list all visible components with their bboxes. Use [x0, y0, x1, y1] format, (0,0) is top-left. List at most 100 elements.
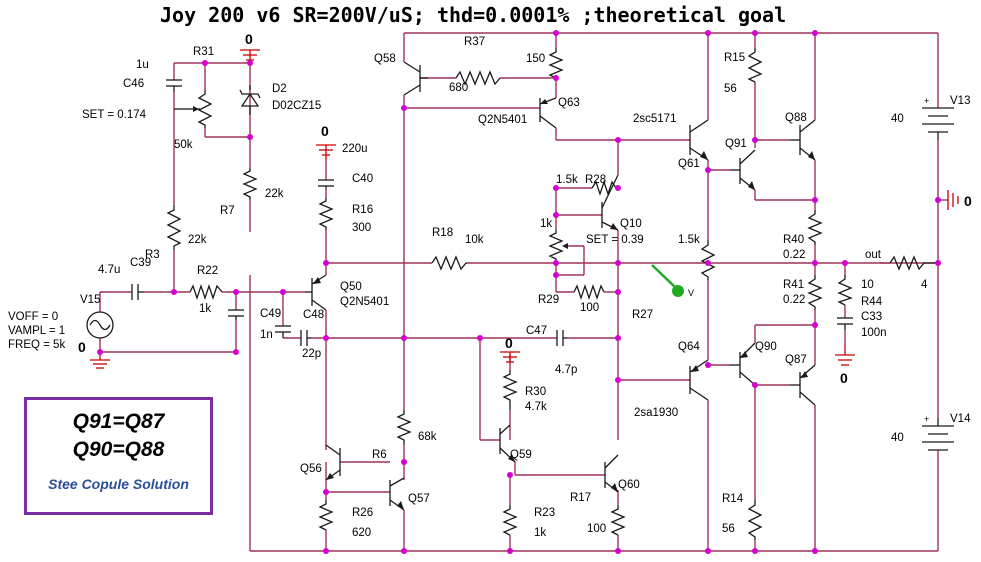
label-r17: R17: [570, 492, 591, 504]
label-c33: C33: [861, 311, 882, 323]
label-v13: V13: [950, 95, 970, 107]
label-c33-value: 100n: [861, 327, 887, 339]
ground-label-supply: 0: [964, 193, 972, 209]
label-q59: Q59: [510, 449, 532, 461]
voltage-probe[interactable]: [651, 264, 684, 297]
label-r30: R30: [525, 386, 546, 398]
label-r31-value: 50k: [174, 139, 193, 151]
transistor-q56: [325, 444, 341, 481]
label-q87: Q87: [785, 354, 807, 366]
label-c49: C49: [260, 308, 281, 320]
label-q57: Q57: [408, 493, 430, 505]
label-r29: R29: [538, 294, 559, 306]
label-c46-value: 1u: [136, 59, 149, 71]
transistor-q88: [790, 119, 816, 161]
label-c40: C40: [352, 173, 373, 185]
label-r1-5k: 1.5k: [678, 234, 700, 246]
label-r40-value: 0.22: [783, 249, 805, 261]
resistor-r14: [747, 500, 763, 540]
transistor-q61: [689, 119, 709, 161]
label-r30-value: 4.7k: [525, 401, 547, 413]
transistor-q58: [403, 61, 428, 96]
label-r16-value: 300: [352, 222, 371, 234]
label-set-r31: SET = 0.174: [82, 109, 147, 121]
ground-labels: 0 0 0 0 0 0: [78, 31, 972, 386]
label-r3: R3: [145, 249, 160, 261]
resistor-r37: [455, 70, 501, 86]
label-v13-value: 40: [891, 113, 904, 125]
label-r41: R41: [783, 279, 804, 291]
resistor-r18: [431, 255, 468, 271]
label-c40-value: 220u: [342, 143, 368, 155]
resistor-r30: [502, 370, 518, 410]
label-r7: R7: [220, 205, 235, 217]
label-d2-part: D02CZ15: [272, 100, 321, 112]
label-r40: R40: [783, 234, 804, 246]
resistors: [166, 48, 938, 540]
resistor-r29: [573, 283, 605, 301]
label-r3-value: 22k: [188, 234, 207, 246]
ground-r30: [500, 351, 520, 363]
resistor-r26: [318, 500, 334, 531]
ground-c40: [316, 144, 336, 160]
transistor-q64: [689, 359, 709, 401]
label-r28-value: 1.5k: [556, 174, 578, 186]
transistor-q60: [604, 454, 619, 493]
label-c46: C46: [123, 78, 144, 90]
resistor-r6-68k: [396, 410, 412, 445]
label-r37: R37: [464, 36, 485, 48]
resistor-1-5k: [700, 240, 716, 280]
label-q61-part: 2sc5171: [633, 113, 676, 125]
node-dots: [97, 30, 941, 554]
label-r18-value: 10k: [465, 234, 484, 246]
zener-d2: [239, 85, 261, 115]
label-r29-value: 100: [580, 302, 599, 314]
resistor-r40: [807, 210, 823, 245]
transistor-q90: [730, 342, 756, 386]
label-r23: R23: [534, 507, 555, 519]
label-voff: VOFF = 0: [8, 311, 58, 323]
label-vampl: VAMPL = 1: [8, 325, 65, 337]
label-q50: Q50: [340, 281, 362, 293]
ground-label-source: 0: [78, 339, 86, 355]
label-q63-part: Q2N5401: [478, 114, 527, 126]
transistor-q10: [601, 174, 619, 231]
ground-symbols: [90, 49, 959, 369]
label-r28: R28: [585, 174, 606, 186]
label-c47: C47: [526, 325, 547, 337]
label-r18: R18: [432, 227, 453, 239]
label-r23-value: 1k: [534, 527, 546, 539]
resistor-r7: [242, 168, 258, 200]
signal-source-v15: [86, 311, 114, 339]
label-r26: R26: [352, 507, 373, 519]
transistor-q87: [790, 364, 816, 406]
label-c49-value: 1n: [260, 329, 273, 341]
label-d2: D2: [272, 83, 287, 95]
label-r16: R16: [352, 204, 373, 216]
label-v15: V15: [80, 294, 100, 306]
label-r6: R6: [372, 449, 387, 461]
label-r22-value: 1k: [199, 303, 211, 315]
label-q10: Q10: [620, 218, 642, 230]
ground-c33: [835, 345, 855, 366]
label-r41-value: 0.22: [783, 294, 805, 306]
label-r44-value: 10: [861, 279, 874, 291]
component-labels: 1u C46 R31 SET = 0.174 50k D2 D02CZ15 R7…: [8, 36, 971, 539]
resistor-r3: [166, 205, 182, 250]
label-c39: C39: [130, 257, 151, 269]
label-q91: Q91: [725, 138, 747, 150]
resistor-r22: [189, 283, 223, 301]
resistor-r17: [610, 505, 626, 536]
label-r15: R15: [724, 52, 745, 64]
label-r44: R44: [861, 296, 883, 308]
label-v14-plus: +: [924, 414, 929, 424]
resistor-r15: [747, 48, 763, 83]
label-q60: Q60: [618, 479, 640, 491]
schematic-title: Joy 200 v6 SR=200V/uS; thd=0.0001% ;theo…: [160, 3, 786, 27]
label-r37-value: 680: [449, 82, 468, 94]
resistor-r23: [502, 505, 518, 536]
ground-supply: [947, 190, 959, 210]
transistors: [305, 61, 816, 511]
